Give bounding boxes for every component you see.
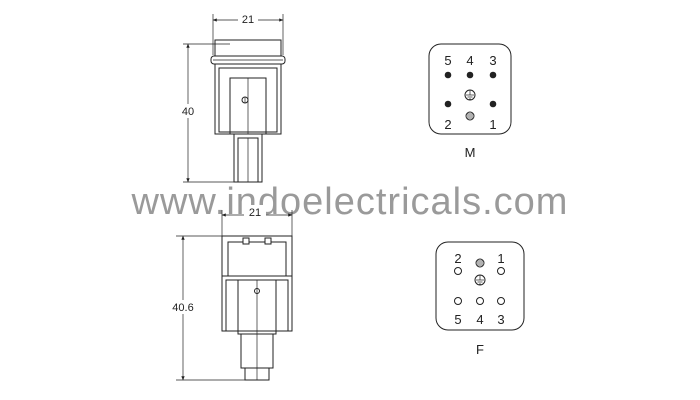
- female-pin-label-2: 2: [454, 251, 461, 266]
- female-pin-5: [454, 297, 462, 305]
- male-pin-4: [466, 71, 474, 79]
- male-height-dimension: 40: [182, 106, 194, 118]
- female-pin-label-1: 1: [497, 251, 504, 266]
- male-pin-2: [444, 100, 452, 108]
- female-pin-label-5: 5: [454, 312, 461, 327]
- ground-icon: [464, 89, 476, 101]
- male-pin-label-1: 1: [489, 117, 496, 132]
- female-pin-3: [497, 297, 505, 305]
- male-pin-3: [489, 71, 497, 79]
- female-width-dimension: 21: [249, 207, 261, 219]
- male-width-dimension: 21: [242, 14, 254, 26]
- female-pin-label-4: 4: [476, 312, 483, 327]
- male-pin-label-4: 4: [466, 53, 473, 68]
- watermark-text: www.indoelectricals.com: [131, 181, 569, 223]
- female-pin-1: [497, 267, 505, 275]
- coding-key-icon: [465, 111, 475, 121]
- female-connector-side-view: 21 40.6: [168, 205, 293, 381]
- male-connector-side-view: 21 40: [178, 12, 286, 183]
- female-pin-label-3: 3: [497, 312, 504, 327]
- female-pin-face: 2 1 5 4 3 F: [435, 241, 525, 357]
- coding-key-icon: [475, 258, 485, 268]
- female-pin-2: [454, 267, 462, 275]
- female-pin-4: [476, 297, 484, 305]
- ground-icon: [474, 274, 486, 286]
- male-pin-label-2: 2: [444, 117, 451, 132]
- male-pin-1: [489, 100, 497, 108]
- male-pin-label-3: 3: [489, 53, 496, 68]
- male-label: M: [465, 145, 476, 160]
- male-pin-label-5: 5: [444, 53, 451, 68]
- female-height-dimension: 40.6: [172, 302, 193, 314]
- male-pin-face: 5 4 3 2 1 M: [428, 43, 512, 160]
- male-pin-5: [444, 71, 452, 79]
- female-label: F: [476, 342, 484, 357]
